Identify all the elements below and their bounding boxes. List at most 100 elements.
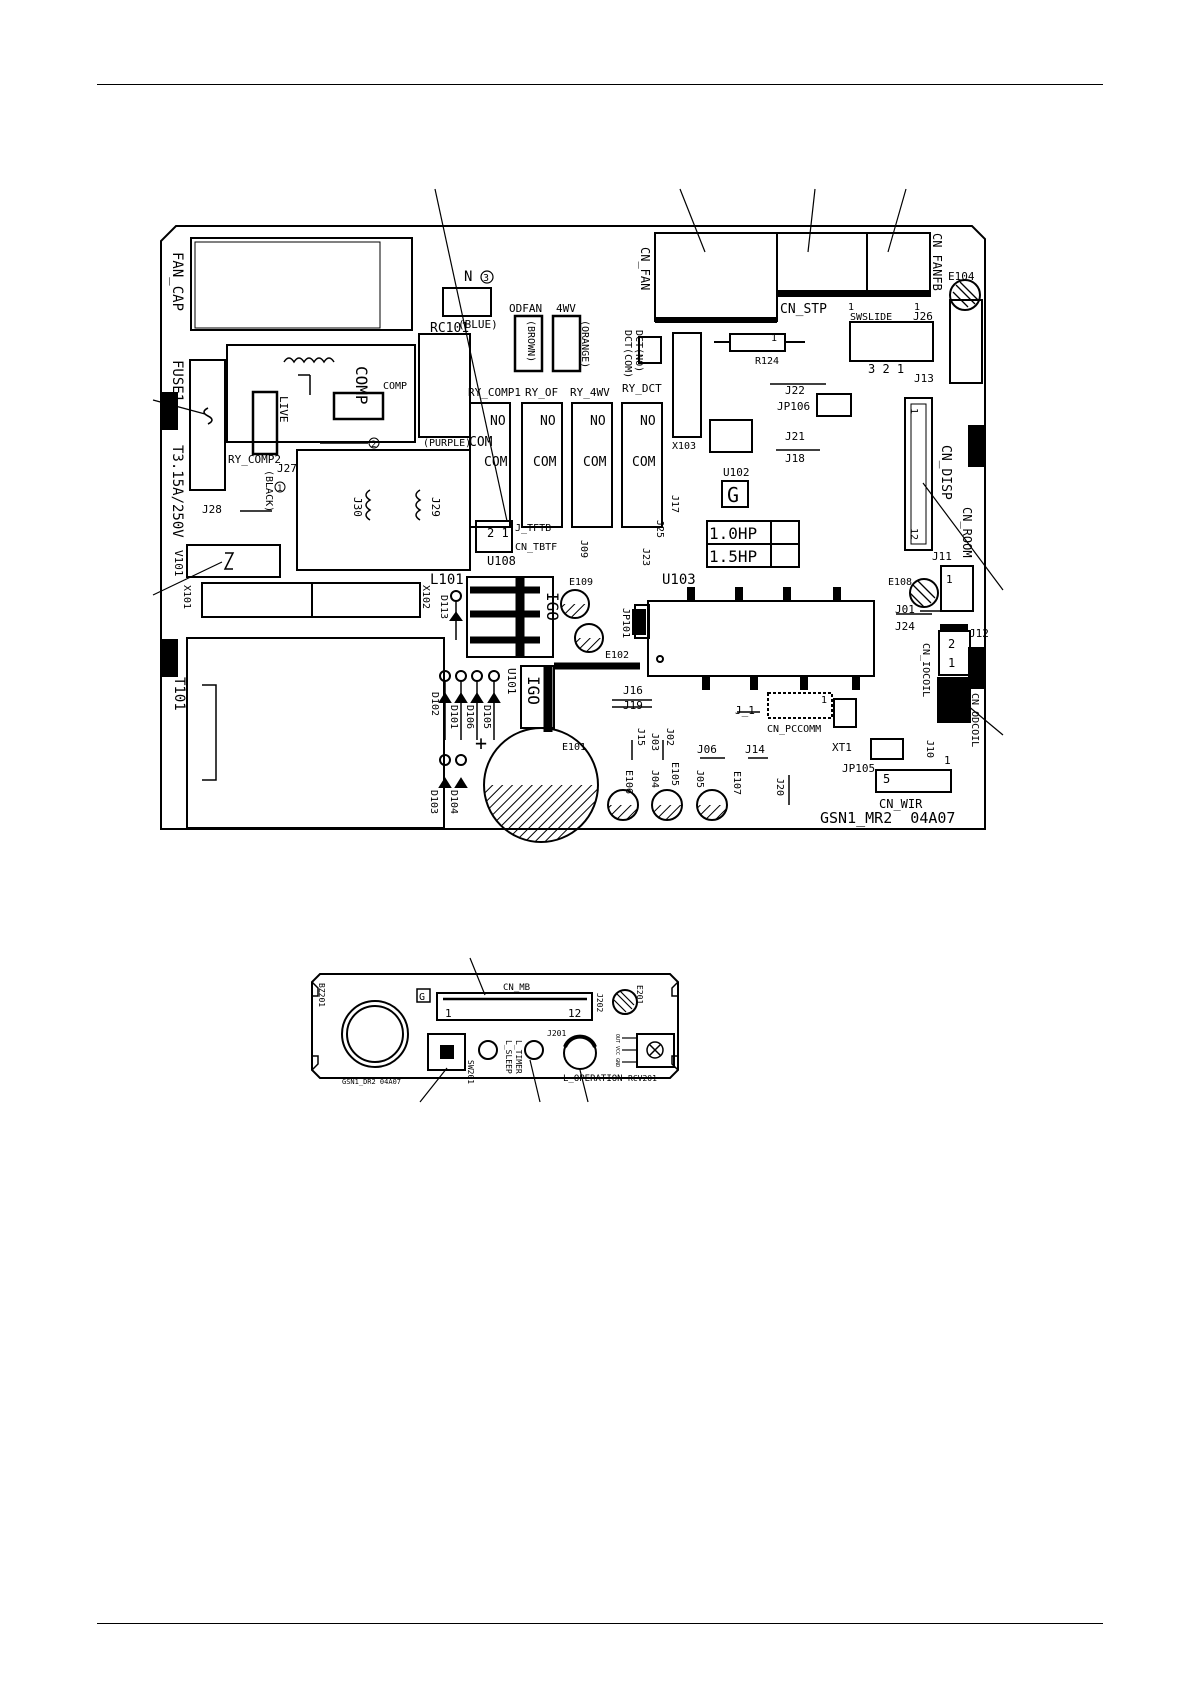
display-board-outline [311, 973, 679, 1079]
u103-pins [687, 587, 860, 690]
label-ry-of: RY_OF [525, 386, 558, 399]
label-4wv: 4WV [556, 302, 576, 315]
label-circ1: 1 [277, 484, 282, 494]
label-pins21: 2 1 [487, 526, 509, 540]
label-j17: J17 [669, 495, 680, 513]
label-j14: J14 [745, 743, 765, 756]
cn-fanfb [866, 232, 931, 297]
label-ry-comp2: RY_COMP2 [228, 453, 281, 466]
label-cn-wir: CN_WIR [879, 797, 923, 811]
cn-wir [875, 769, 952, 793]
fuse-holder [189, 359, 226, 491]
label-no-1: NO [490, 414, 506, 429]
label-n-circle: 3 [483, 273, 489, 284]
label-display-model: GSN1_DR2 04A07 [342, 1078, 401, 1086]
relay-dct [621, 402, 663, 528]
label-x101: X101 [181, 585, 192, 609]
label-u102: U102 [723, 466, 750, 479]
label-sw201: SW201 [466, 1060, 475, 1084]
label-com-4: COM [632, 455, 656, 470]
v101 [186, 544, 281, 578]
fuse-icon [203, 407, 213, 425]
label-e105: E105 [669, 762, 680, 786]
x102 [311, 582, 421, 618]
label-stp-pin1: 1 [848, 302, 854, 313]
coil-icon [283, 357, 335, 364]
main-board-labels: FAN_CAP FUSE1 T3.15A/250V RC101 N 3 (BLU… [169, 233, 989, 827]
n-terminal [442, 287, 492, 317]
label-d105: D105 [481, 705, 492, 729]
label-fuse-rating: T3.15A/250V [169, 445, 185, 538]
fan-cap-inner [194, 241, 381, 329]
label-cn-disp: CN_DISP [938, 445, 953, 500]
label-bz201: BZ201 [317, 983, 326, 1007]
label-ry-dct: RY_DCT [622, 382, 662, 395]
edge-tab [160, 392, 178, 430]
j29-j30-block [296, 449, 471, 571]
label-plus: + [475, 731, 487, 755]
label-iocoil-pins1: 1 [948, 656, 955, 670]
u103 [647, 600, 875, 677]
x103-sub [709, 419, 753, 453]
cn-fan [654, 232, 778, 322]
label-u101: U101 [505, 668, 518, 695]
label-j15: J15 [635, 728, 646, 746]
label-j23: J23 [640, 548, 651, 566]
led-timer-sleep-1 [478, 1040, 498, 1060]
e201 [612, 989, 638, 1015]
x101 [201, 582, 313, 618]
label-j202: J202 [595, 993, 604, 1012]
label-j24: J24 [895, 620, 915, 633]
label-cn-pccomm: CN_PCCOMM [767, 724, 821, 735]
t101 [186, 637, 445, 829]
label-e106: E106 [623, 770, 634, 794]
label-cn-room-pin1: 1 [946, 573, 953, 586]
sw201 [427, 1033, 466, 1071]
edge-tab [968, 425, 986, 467]
label-cn-stp: CN_STP [780, 302, 827, 317]
footer-rule [97, 1623, 1103, 1624]
label-j18: J18 [785, 452, 805, 465]
label-dct-no: DCT(NO) [633, 330, 644, 372]
label-cn-fanfb: CN_FANFB [930, 233, 944, 291]
label-j11: J11 [932, 550, 952, 563]
label-blue: (BLUE) [458, 318, 498, 331]
main-board-outline [160, 225, 986, 830]
label-u103: U103 [662, 572, 696, 588]
led-timer-sleep-2 [524, 1040, 544, 1060]
label-cn-fan: CN_FAN [638, 247, 652, 290]
jp105 [870, 738, 904, 760]
label-x102: X102 [420, 585, 431, 609]
relay-of [521, 402, 563, 528]
label-j06: J06 [697, 743, 717, 756]
label-j04: J04 [649, 770, 660, 788]
label-e108: E108 [888, 577, 912, 588]
label-ry-4wv: RY_4WV [570, 386, 610, 399]
label-cn-room: CN_ROOM [960, 507, 974, 558]
label-g: G [727, 483, 739, 507]
label-rc101: RC101 [430, 321, 469, 336]
label-model: GSN1_MR2 04A07 [820, 809, 955, 827]
label-j02: J02 [664, 728, 675, 746]
header-rule [97, 84, 1103, 85]
label-circ2: 2 [371, 440, 376, 450]
u102 [721, 480, 749, 508]
display-board-labels: CN_MB 1 12 G BZ201 E201 J202 J201 L_TIME… [317, 983, 657, 1086]
jp106 [816, 393, 852, 417]
edge-tab [160, 639, 178, 677]
label-x103: X103 [672, 441, 696, 452]
cn-stp [776, 232, 868, 297]
l101-heatsink [466, 576, 554, 658]
label-no-3: NO [590, 414, 606, 429]
label-j20: J20 [774, 778, 785, 796]
label-l-timer: L_TIMER [514, 1040, 523, 1074]
label-d113: D113 [438, 595, 449, 619]
label-j30: J30 [351, 497, 364, 517]
label-cn-mb: CN_MB [503, 983, 530, 993]
label-cn-mb-pin1: 1 [445, 1007, 452, 1020]
label-com-3: COM [583, 455, 607, 470]
label-swslide-pins: 3 2 1 [868, 362, 904, 376]
label-jp101: JP101 [620, 608, 631, 638]
label-fanfb-pin1: 1 [914, 302, 920, 313]
relay-row [469, 402, 663, 528]
